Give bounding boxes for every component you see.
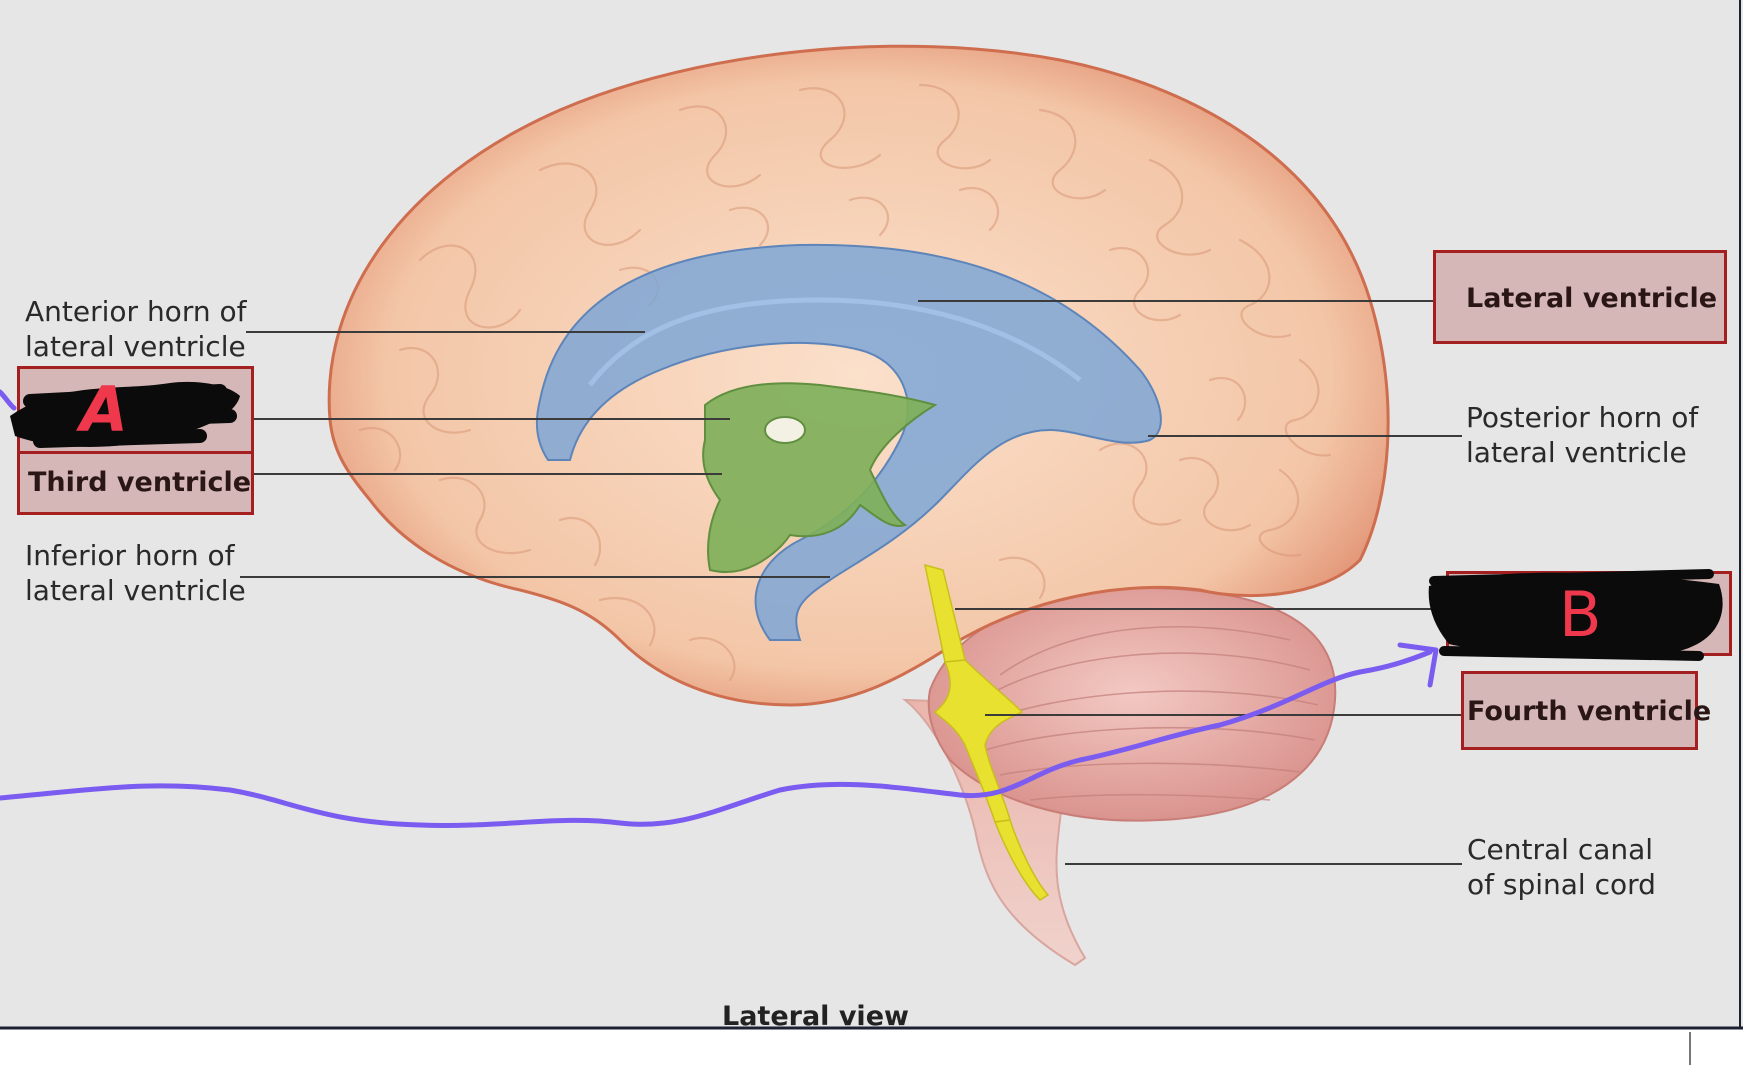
box-marker-a: A — [10, 366, 254, 455]
lateral-ventricle-highlight — [588, 297, 1082, 387]
label-third-ventricle: Third ventricle — [28, 467, 252, 498]
box-marker-b: B — [1428, 569, 1732, 661]
cerebrum-gyri — [358, 83, 1332, 682]
box-third-ventricle: Third ventricle — [17, 451, 254, 515]
box-lateral-ventricle: Lateral ventricle — [1433, 250, 1727, 344]
pen-stroke-arrowhead — [1397, 642, 1439, 688]
leader-lines — [240, 300, 1462, 865]
label-posterior-horn-line2: lateral ventricle — [1466, 436, 1687, 469]
caption-lateral-view: Lateral view — [722, 1001, 909, 1032]
label-fourth-ventricle: Fourth ventricle — [1467, 696, 1712, 727]
cerebrum — [327, 44, 1390, 707]
redaction-scribble-b — [1428, 569, 1723, 661]
label-inferior-horn: Inferior horn of lateral ventricle — [25, 538, 246, 608]
label-inferior-horn-line2: lateral ventricle — [25, 574, 246, 607]
label-posterior-horn-line1: Posterior horn of — [1466, 401, 1699, 434]
interthalamic-adhesion — [764, 416, 806, 444]
third-ventricle-shape — [702, 382, 938, 574]
pen-stroke-curve — [0, 649, 1433, 828]
label-central-canal-line1: Central canal — [1467, 833, 1654, 866]
redaction-scribble-a — [10, 381, 240, 448]
label-central-canal: Central canal of spinal cord — [1467, 832, 1656, 902]
handwritten-letter-b: B — [1559, 578, 1602, 651]
box-fourth-ventricle: Fourth ventricle — [1461, 671, 1711, 750]
pen-stroke-left-tick — [0, 389, 17, 411]
lateral-ventricle-shape — [535, 243, 1162, 641]
label-central-canal-line2: of spinal cord — [1467, 868, 1656, 901]
label-anterior-horn-line2: lateral ventricle — [25, 330, 246, 363]
label-posterior-horn: Posterior horn of lateral ventricle — [1466, 400, 1698, 470]
label-anterior-horn: Anterior horn of lateral ventricle — [25, 294, 246, 364]
cerebellum-folia — [974, 626, 1319, 801]
handwritten-letter-a: A — [80, 373, 128, 446]
label-inferior-horn-line1: Inferior horn of — [25, 539, 235, 572]
label-lateral-ventricle: Lateral ventricle — [1466, 283, 1718, 314]
central-canal-shape — [993, 819, 1050, 901]
label-anterior-horn-line1: Anterior horn of — [25, 295, 247, 328]
